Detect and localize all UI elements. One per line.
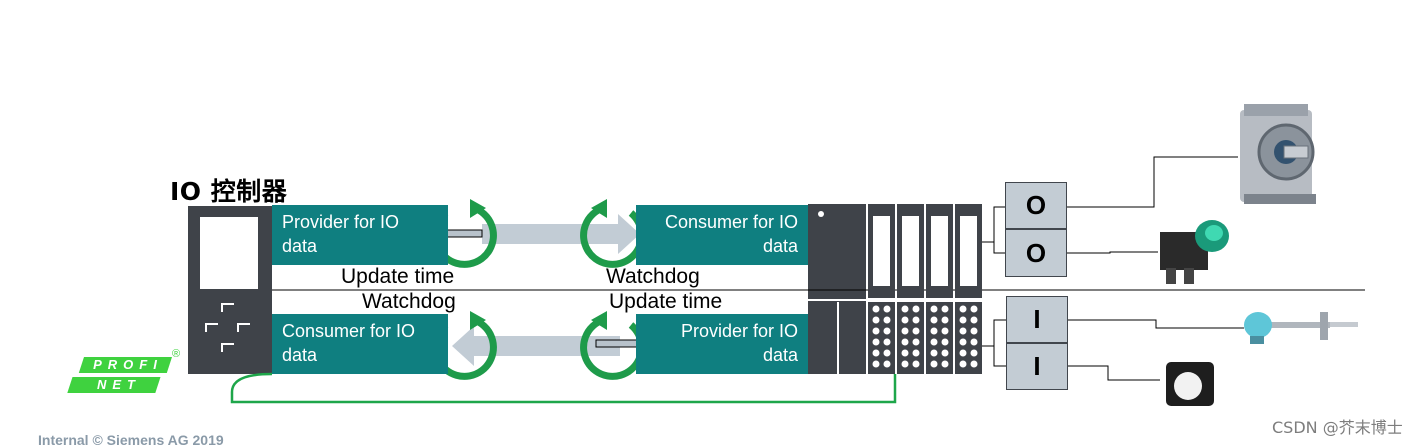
terminal-dot bbox=[883, 338, 891, 346]
top-provider-box: Provider for IO data bbox=[272, 205, 448, 265]
terminal-dot bbox=[930, 349, 938, 357]
temperature-sensor-illustration bbox=[1244, 312, 1358, 344]
terminal-dot bbox=[901, 349, 909, 357]
terminal-dot bbox=[930, 338, 938, 346]
top-consumer-box: Consumer for IO data bbox=[636, 205, 808, 265]
terminal-dot bbox=[930, 327, 938, 335]
motor-illustration bbox=[1240, 104, 1316, 204]
terminal-dot bbox=[872, 349, 880, 357]
indicator-lamp-illustration bbox=[1160, 220, 1229, 284]
terminal-dot bbox=[872, 316, 880, 324]
top-update-time-label: Update time bbox=[341, 265, 455, 288]
terminal-dot bbox=[901, 316, 909, 324]
terminal-dot bbox=[912, 338, 920, 346]
bottom-provider-box: Provider for IO data bbox=[636, 314, 808, 374]
terminal-dot bbox=[959, 360, 967, 368]
terminal-dot bbox=[901, 338, 909, 346]
terminal-dot bbox=[941, 305, 949, 313]
controller-port-icon bbox=[205, 303, 250, 352]
top-watchdog-label: Watchdog bbox=[606, 265, 700, 288]
terminal-dot bbox=[872, 338, 880, 346]
terminal-dot bbox=[959, 327, 967, 335]
terminal-dot bbox=[930, 305, 938, 313]
terminal-dot bbox=[941, 316, 949, 324]
terminal-dot bbox=[970, 349, 978, 357]
terminal-dot bbox=[970, 327, 978, 335]
input-channel-1: I bbox=[1006, 296, 1068, 343]
bottom-watchdog-label: Watchdog bbox=[362, 290, 456, 313]
bottom-consumer-box: Consumer for IO data bbox=[272, 314, 448, 374]
terminal-dot bbox=[970, 338, 978, 346]
io-module-slots bbox=[868, 204, 982, 374]
terminal-dot bbox=[883, 349, 891, 357]
profinet-registered-mark: ® bbox=[172, 348, 181, 360]
terminal-dot bbox=[912, 360, 920, 368]
bottom-data-arrow bbox=[452, 326, 620, 366]
terminal-dot bbox=[970, 316, 978, 324]
profinet-logo-line2: NET bbox=[97, 377, 141, 392]
terminal-dot bbox=[912, 316, 920, 324]
terminal-dot bbox=[901, 360, 909, 368]
terminal-dot bbox=[883, 327, 891, 335]
io-wiring bbox=[982, 156, 1244, 381]
terminal-dot bbox=[959, 316, 967, 324]
terminal-dot bbox=[959, 338, 967, 346]
profinet-logo bbox=[67, 357, 173, 393]
terminal-dot bbox=[912, 349, 920, 357]
io-terminal-dots bbox=[872, 305, 978, 368]
terminal-dot bbox=[970, 360, 978, 368]
bottom-provider-data-bar bbox=[595, 339, 640, 348]
terminal-dot bbox=[883, 360, 891, 368]
io-device-led bbox=[818, 211, 824, 217]
terminal-dot bbox=[930, 360, 938, 368]
terminal-dot bbox=[901, 327, 909, 335]
controller-title: IO 控制器 bbox=[170, 177, 288, 206]
terminal-dot bbox=[941, 360, 949, 368]
terminal-dot bbox=[941, 327, 949, 335]
profinet-cable bbox=[230, 372, 897, 404]
terminal-dot bbox=[901, 305, 909, 313]
terminal-dot bbox=[872, 360, 880, 368]
terminal-dot bbox=[883, 305, 891, 313]
bottom-update-time-label: Update time bbox=[609, 290, 723, 313]
terminal-dot bbox=[941, 349, 949, 357]
terminal-dot bbox=[959, 305, 967, 313]
controller-display bbox=[200, 217, 258, 289]
output-channel-2: O bbox=[1005, 229, 1067, 277]
output-channel-1: O bbox=[1005, 182, 1067, 229]
terminal-dot bbox=[912, 327, 920, 335]
terminal-dot bbox=[872, 305, 880, 313]
push-button-illustration bbox=[1166, 362, 1214, 406]
top-data-arrow bbox=[482, 214, 640, 254]
terminal-dot bbox=[872, 327, 880, 335]
watermark: CSDN @芥末博士 bbox=[1272, 418, 1403, 437]
input-channel-2: I bbox=[1006, 343, 1068, 390]
terminal-dot bbox=[959, 349, 967, 357]
terminal-dot bbox=[930, 316, 938, 324]
profinet-logo-line1: PROFI bbox=[93, 357, 163, 372]
terminal-dot bbox=[970, 305, 978, 313]
terminal-dot bbox=[883, 316, 891, 324]
terminal-dot bbox=[912, 305, 920, 313]
footer-copyright: Internal © Siemens AG 2019 bbox=[38, 432, 224, 448]
terminal-dot bbox=[941, 338, 949, 346]
